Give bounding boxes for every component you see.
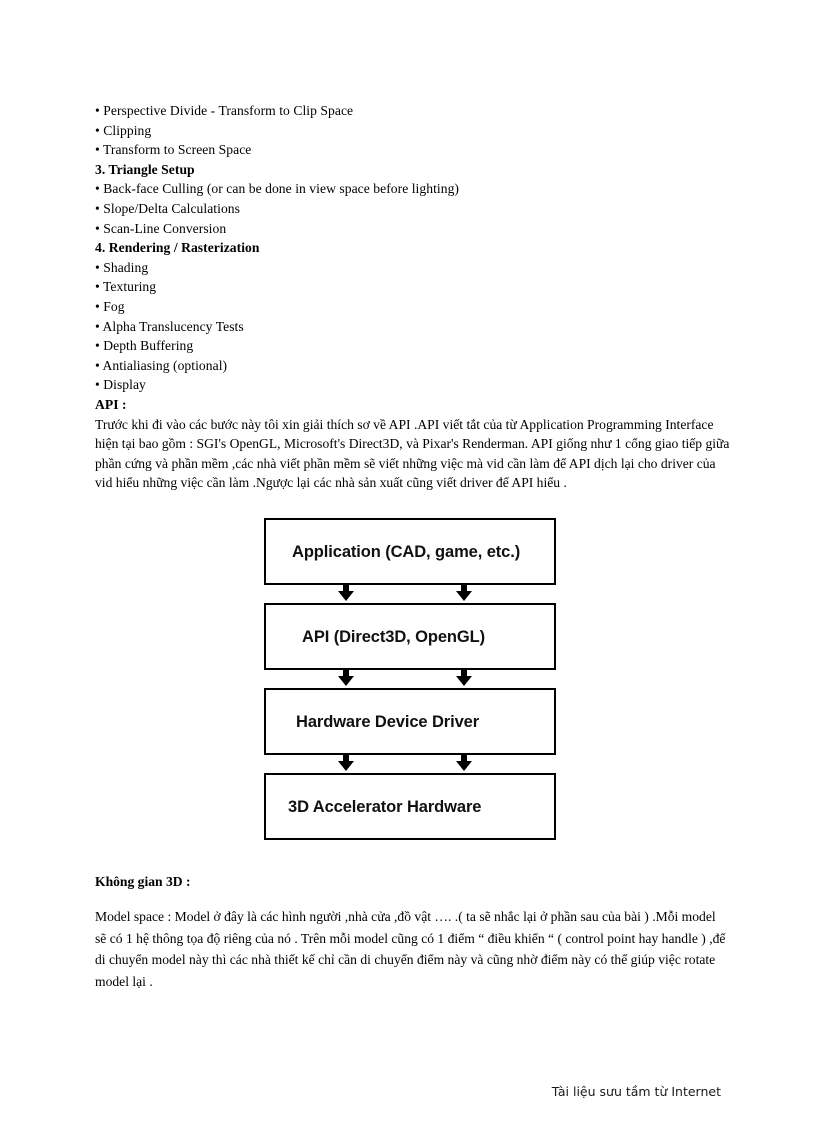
diagram-box-label: 3D Accelerator Hardware — [288, 797, 482, 816]
api-pipeline-diagram: Application (CAD, game, etc.) API (Direc… — [264, 518, 556, 840]
arrow-row — [264, 584, 556, 603]
arrow-row — [264, 754, 556, 773]
footer-note: Tài liệu sưu tầm từ Internet — [551, 1084, 721, 1099]
section-heading-3d-space: Không gian 3D : — [95, 874, 191, 889]
diagram-box-label: Hardware Device Driver — [296, 712, 480, 731]
diagram-box-api: API (Direct3D, OpenGL) — [264, 603, 556, 670]
list-item: • Perspective Divide - Transform to Clip… — [95, 103, 354, 118]
list-heading: 3. Triangle Setup — [95, 161, 195, 177]
list-item: • Antialiasing (optional) — [95, 357, 228, 373]
model-space-paragraph: Model space : Model ở đây là các hình ng… — [95, 909, 726, 989]
diagram-box-hardware-device-driver: Hardware Device Driver — [264, 688, 556, 755]
diagram-box-3d-accelerator-hardware: 3D Accelerator Hardware — [264, 773, 556, 840]
list-heading: 4. Rendering / Rasterization — [95, 240, 260, 256]
list-item: • Alpha Translucency Tests — [95, 318, 244, 334]
list-item: • Transform to Screen Space — [95, 142, 252, 158]
api-paragraph: Trước khi đi vào các bước này tôi xin gi… — [95, 416, 730, 491]
down-arrow-icon — [456, 584, 472, 601]
list-item: • Scan-Line Conversion — [95, 220, 227, 236]
down-arrow-icon — [456, 754, 472, 771]
pipeline-list: • Perspective Divide - Transform to Clip… — [95, 101, 735, 493]
diagram-box-label: API (Direct3D, OpenGL) — [302, 627, 485, 646]
down-arrow-icon — [338, 669, 354, 686]
list-item: • Back-face Culling (or can be done in v… — [95, 181, 460, 197]
list-item: • Texturing — [95, 279, 157, 295]
down-arrow-icon — [338, 754, 354, 771]
arrow-row — [264, 669, 556, 688]
list-item: • Clipping — [95, 122, 152, 138]
diagram-box-label: Application (CAD, game, etc.) — [292, 542, 521, 561]
down-arrow-icon — [338, 584, 354, 601]
list-item: • Display — [95, 377, 146, 393]
down-arrow-icon — [456, 669, 472, 686]
api-heading: API : — [95, 396, 127, 412]
list-item: • Shading — [95, 259, 149, 275]
list-item: • Depth Buffering — [95, 338, 194, 354]
diagram-box-application: Application (CAD, game, etc.) — [264, 518, 556, 585]
list-item: • Slope/Delta Calculations — [95, 200, 240, 216]
list-item: • Fog — [95, 298, 125, 314]
